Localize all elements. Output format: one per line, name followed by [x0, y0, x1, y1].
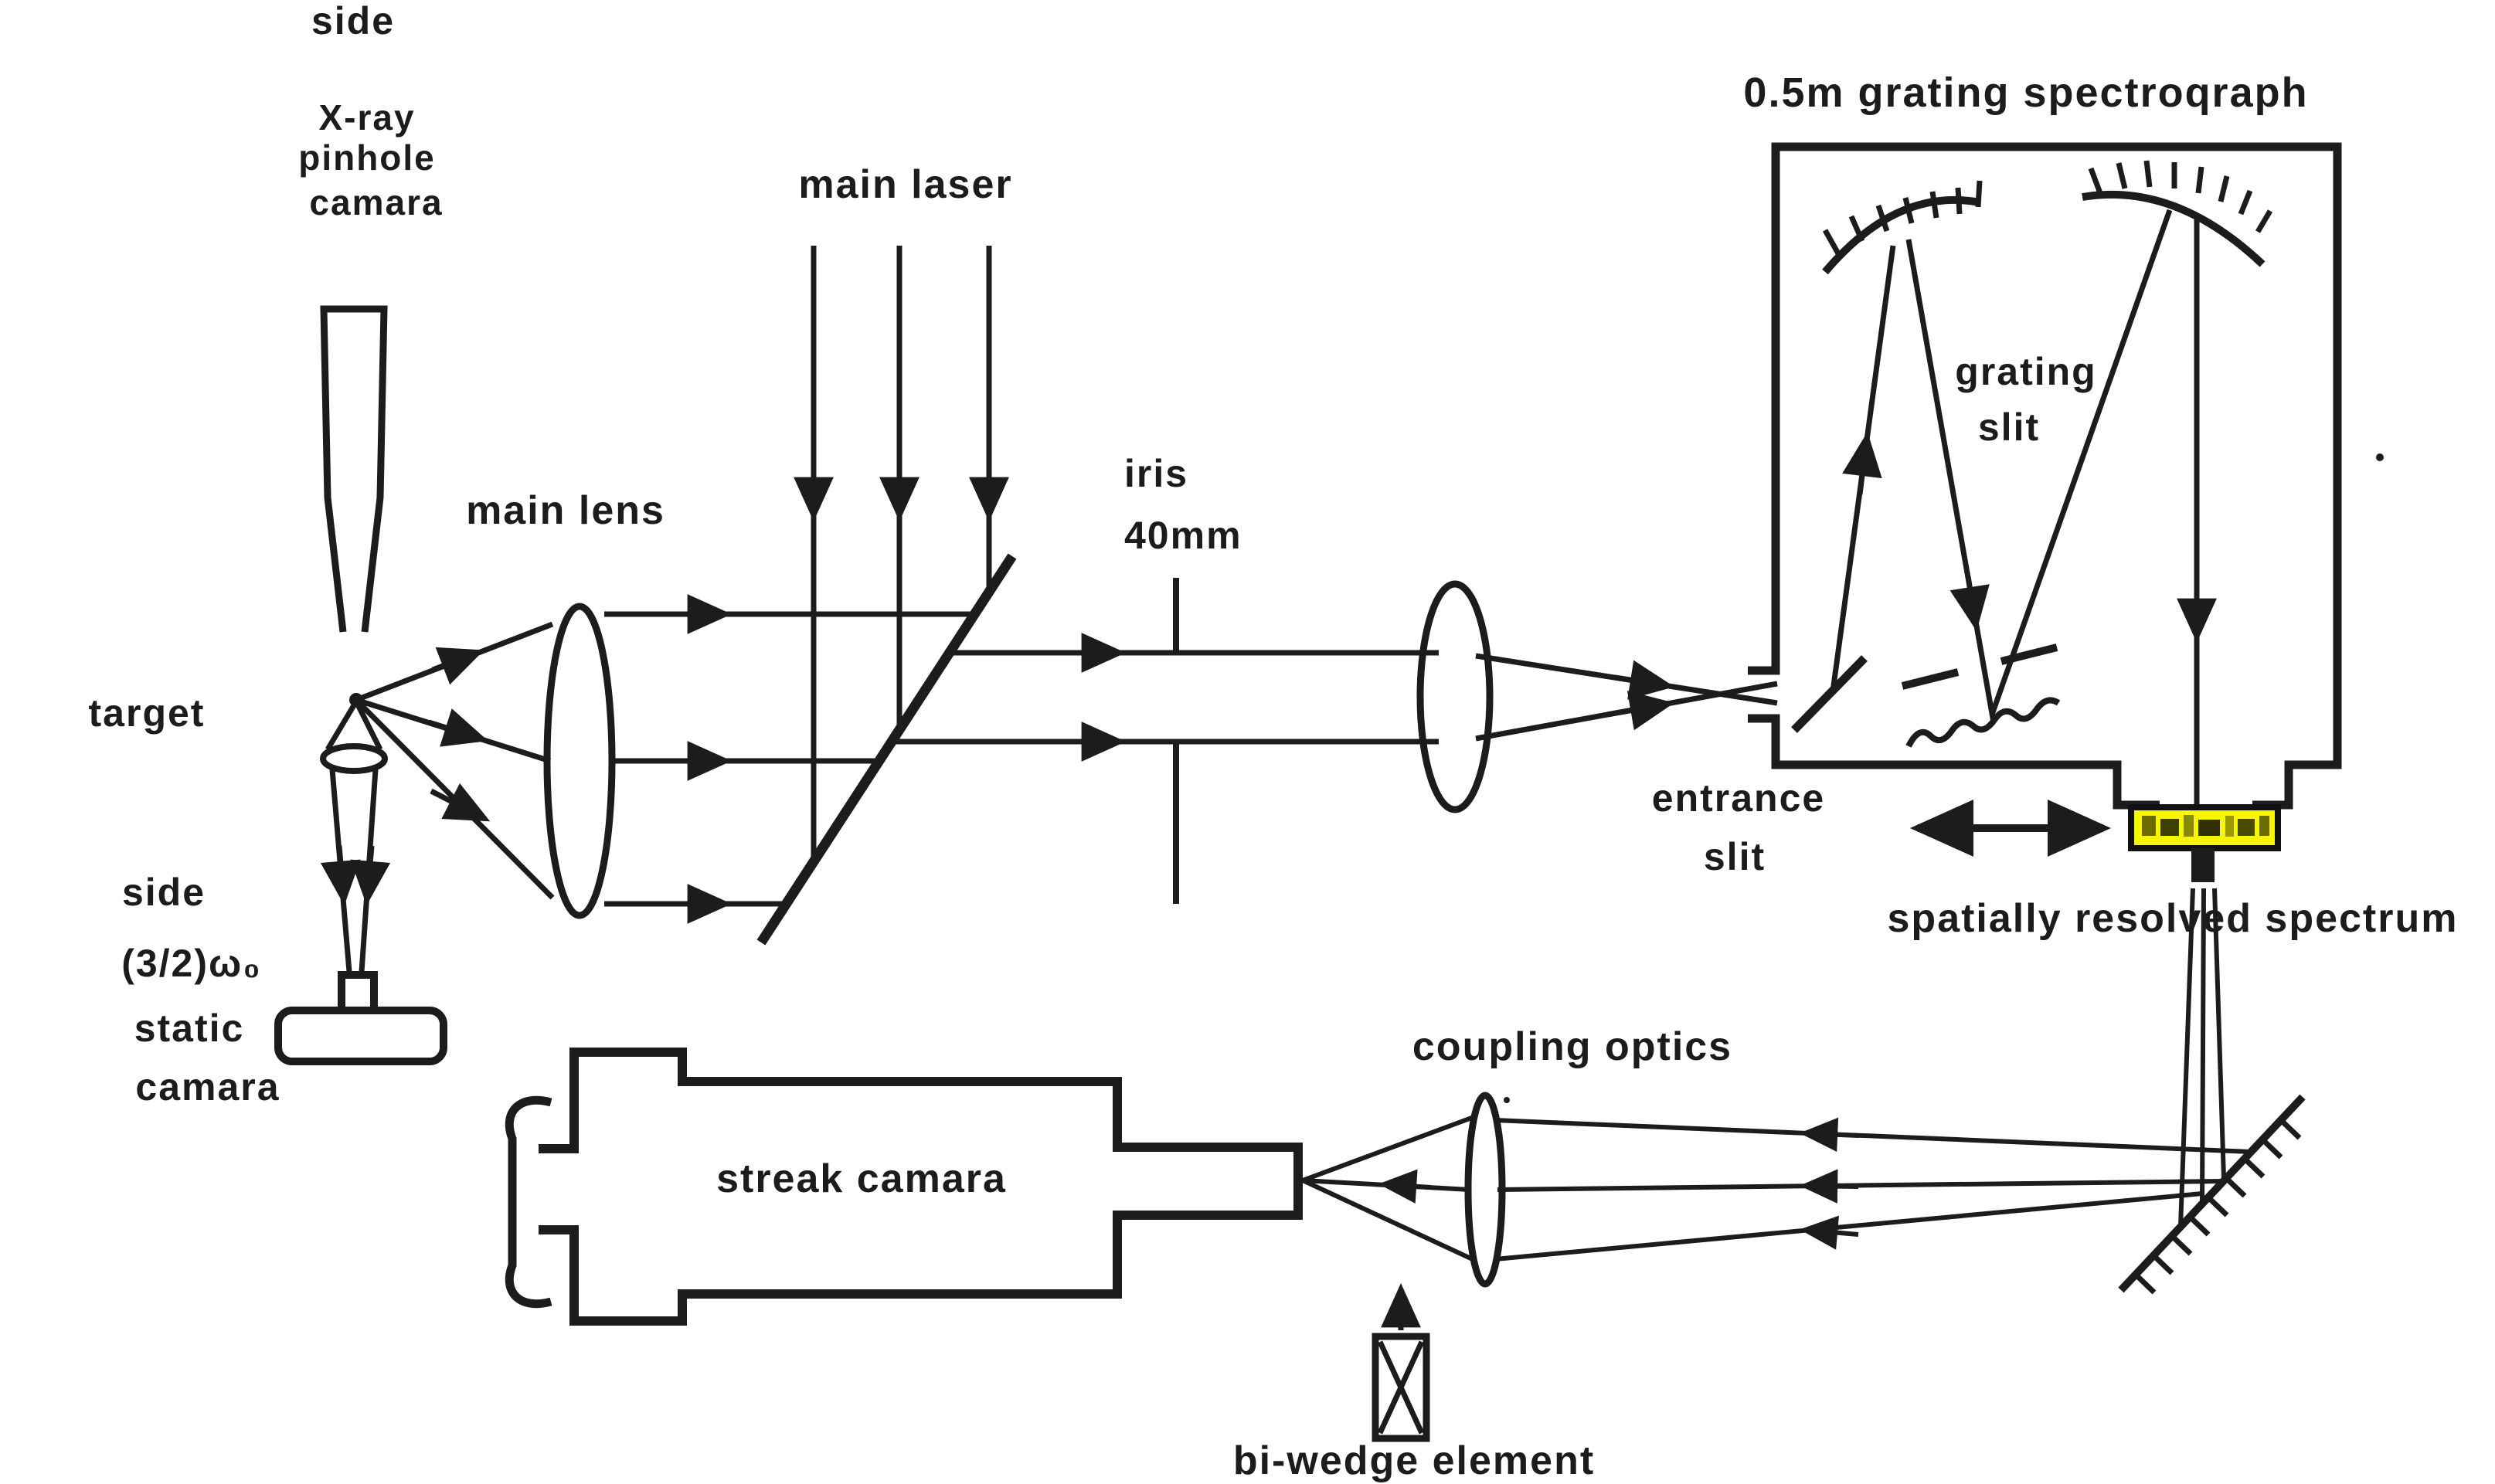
label-main-laser: main laser	[798, 162, 1012, 207]
labels: side X-ray pinhole camara main laser mai…	[89, 0, 2459, 1483]
arrow-coupling-mid	[1800, 1169, 1859, 1204]
collimating-mirror-hatching	[1822, 180, 1983, 256]
label-side-bottom: side	[122, 871, 206, 914]
label-grating-slit: slit	[1978, 406, 2040, 449]
arrow-into-streak	[1378, 1169, 1432, 1204]
relay-lens	[1416, 580, 1494, 813]
spectrograph-housing-right	[1748, 142, 2342, 810]
label-side-top: side	[311, 0, 395, 42]
relay-section	[892, 578, 1778, 904]
streak-camera-bracket	[505, 1095, 552, 1309]
arrow-to-lens-top	[431, 647, 484, 685]
label-iris: iris	[1124, 452, 1188, 495]
label-grating: grating	[1955, 350, 2096, 393]
streak-camera-assembly	[505, 1048, 1303, 1326]
biwedge-element	[1372, 1333, 1430, 1442]
biwedge-diagonal-2	[1377, 1340, 1425, 1435]
biwedge-assembly	[1372, 1282, 1430, 1442]
arrow-to-lens-bottom	[430, 783, 491, 822]
focusing-mirror-hatching	[2088, 160, 2273, 233]
spectrograph-housing-left	[1748, 714, 2160, 810]
arrow-coupling-bottom	[1800, 1215, 1859, 1250]
spectrum-film-assembly	[1909, 800, 2281, 882]
coupling-lens	[1464, 1092, 1506, 1288]
internal-slit-dash-1	[1901, 668, 1960, 690]
arrow-converging-bottom	[1606, 691, 1674, 731]
beamsplitter	[756, 553, 1017, 946]
ray-target-smalllens-right	[353, 700, 383, 751]
label-spectrograph-title: 0.5m grating spectroqraph	[1743, 70, 2308, 116]
ray-mirror-coupling-top	[1494, 1118, 2252, 1154]
spectrograph	[1748, 142, 2342, 810]
collimating-mirror	[1822, 196, 1980, 275]
arrow-coupling-top	[1800, 1117, 1859, 1153]
label-harmonic: (3/2)ω₀	[121, 942, 262, 985]
transfer-section	[1301, 888, 2306, 1295]
static-camera-body	[274, 1007, 447, 1065]
main-laser-beams	[794, 246, 1009, 861]
label-xray-line2: pinhole	[298, 138, 436, 178]
label-streak-camera: streak camara	[716, 1156, 1007, 1201]
diffraction-grating	[1905, 697, 2061, 748]
label-xray-line3: camara	[309, 182, 443, 222]
ray-film-down-1	[2178, 888, 2195, 1228]
label-entrance-slit: slit	[1704, 835, 1766, 878]
fold-mirror-hatching	[2133, 1118, 2302, 1295]
speck-2	[1504, 1097, 1510, 1103]
label-iris-size: 40mm	[1124, 514, 1242, 557]
label-main-lens: main lens	[466, 488, 665, 533]
label-static: static	[134, 1007, 245, 1050]
main-lens	[543, 603, 616, 919]
ray-film-down-3	[2212, 888, 2226, 1179]
entrance-pickoff-mirror	[1791, 655, 1868, 733]
speck-1	[2376, 453, 2384, 461]
pinhole-camera-tube	[320, 305, 388, 633]
arrow-down-internal	[1949, 576, 1990, 631]
main-lens-assembly	[354, 594, 974, 924]
label-coupling-optics: coupling optics	[1412, 1024, 1732, 1069]
label-biwedge: bi-wedge element	[1233, 1438, 1595, 1483]
label-entrance: entrance	[1652, 776, 1825, 820]
ray-film-down-2	[2200, 888, 2206, 1206]
label-target: target	[89, 691, 206, 735]
label-xray-line1: X-ray	[318, 97, 415, 138]
focusing-mirror	[2082, 190, 2266, 267]
arrow-to-lens-mid	[427, 708, 488, 747]
streak-camera-body	[539, 1048, 1303, 1326]
ray-mirror-coupling-bottom	[1494, 1191, 2203, 1262]
ray-target-smalllens-left	[325, 700, 359, 751]
ray-coupling-streak-bottom	[1301, 1178, 1477, 1263]
ray-grating-to-mirror	[1989, 209, 2173, 716]
arrow-static-left	[320, 845, 361, 905]
label-static-camera: camara	[135, 1065, 280, 1109]
ray-coupling-streak-top	[1301, 1114, 1477, 1183]
ray-mirror-coupling-mid	[1497, 1179, 2224, 1192]
static-camera-assembly	[274, 700, 447, 1065]
arrow-up-internal	[1842, 432, 1882, 495]
label-spatially-resolved: spatially resolved spectrum	[1888, 896, 2459, 941]
xray-pinhole-camera	[320, 305, 388, 633]
arrow-converging-top	[1614, 660, 1674, 700]
ray-mirror-to-grating	[1905, 239, 1997, 723]
static-camera-lens	[320, 743, 388, 774]
arrow-static-right	[350, 845, 391, 905]
static-camera-stem	[338, 971, 378, 1012]
spectrum-lines	[2142, 815, 2269, 837]
film-mount-stub	[2191, 848, 2215, 882]
fold-mirror	[2118, 1094, 2306, 1293]
